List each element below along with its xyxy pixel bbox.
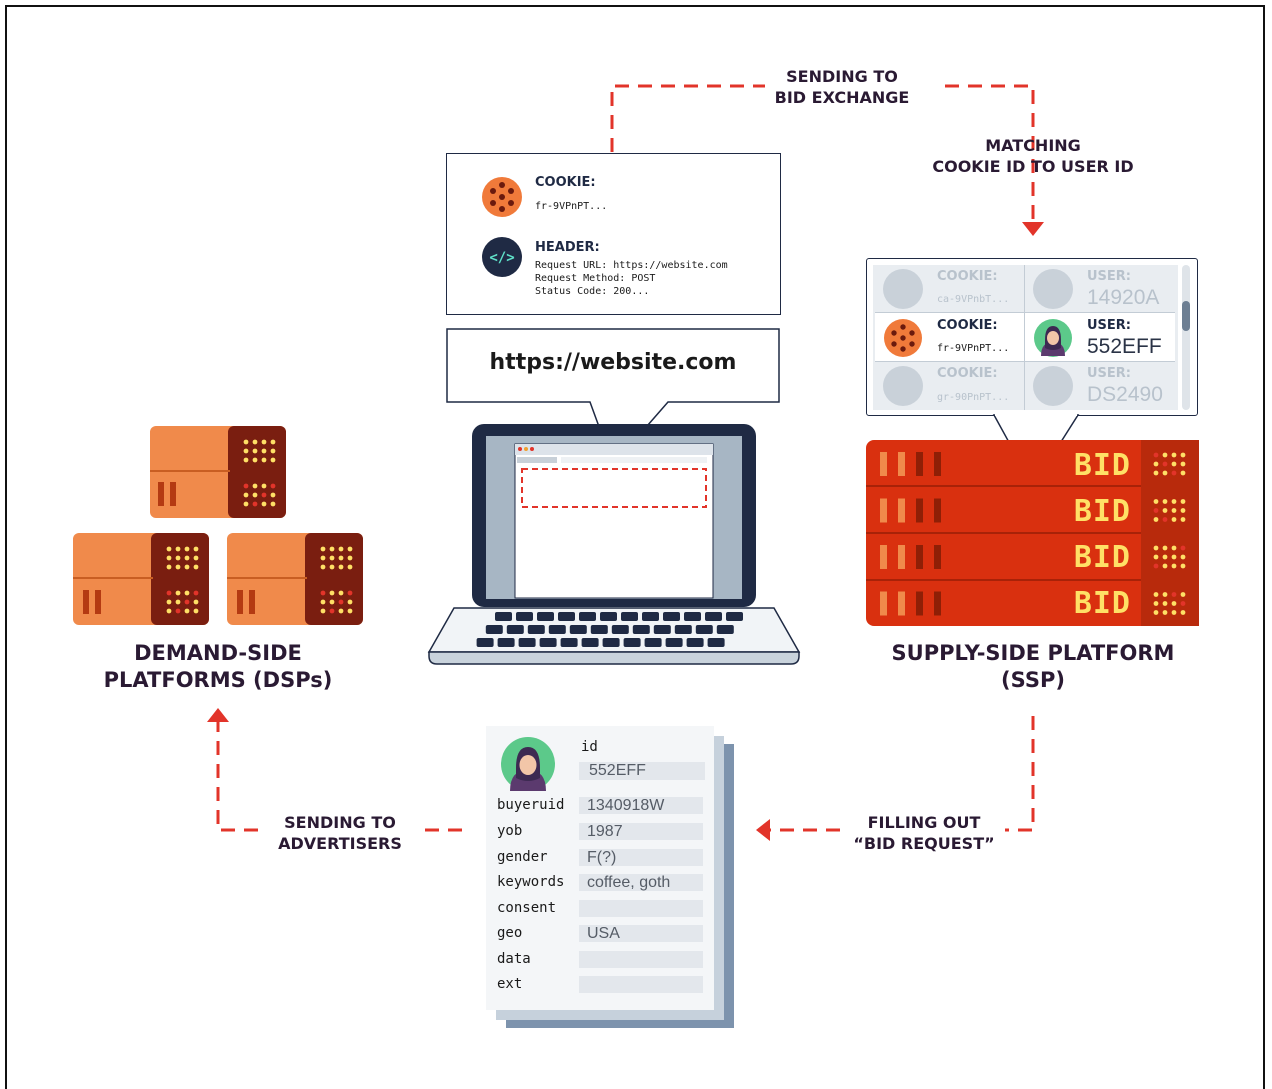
label-supply-side-platform: SUPPLY-SIDE PLATFORM (SSP) [891, 641, 1175, 692]
bid-request-document: id 552EFF buyeruid 1340918W yob 1987 gen… [486, 726, 714, 1010]
field-value [579, 900, 703, 917]
bid-label: BID [1073, 448, 1131, 483]
ssp-lookup-table: COOKIE: ca-9VPnbT... USER: 14920A COOKIE… [866, 258, 1198, 416]
arrow-left-to-bid-request [756, 819, 770, 841]
bid-request-fields: buyeruid 1340918W yob 1987 gender F(?) k… [497, 796, 707, 1006]
code-icon: </> [482, 237, 522, 277]
ssp-cookie-value: fr-9VPnPT... [937, 343, 1010, 354]
user-placeholder-icon [1033, 366, 1073, 406]
field-label: buyeruid [497, 797, 565, 813]
header-line-url: Request URL: https://website.com [535, 260, 728, 271]
user-avatar-icon [501, 737, 555, 791]
ssp-cookie-label: COOKIE: [937, 269, 998, 284]
arrow-up-to-dsp [207, 708, 229, 722]
field-value: 1987 [579, 823, 703, 840]
field-row: yob 1987 [497, 822, 707, 844]
cookie-placeholder-icon [883, 366, 923, 406]
field-label: gender [497, 849, 548, 865]
label-sending-to-bid-exchange: SENDING TO BID EXCHANGE [774, 67, 910, 107]
url-text: https://website.com [489, 350, 737, 375]
ssp-user-label: USER: [1087, 366, 1132, 381]
dsp-servers [73, 426, 363, 625]
id-label: id [581, 739, 598, 755]
header-details: Request URL: https://website.com Request… [535, 259, 728, 298]
field-value [579, 951, 703, 968]
cookie-placeholder-icon [883, 269, 923, 309]
dashed-line-to-dsp [216, 722, 258, 832]
ssp-cookie-value: gr-90PnPT... [937, 392, 1010, 403]
header-title: HEADER: [535, 240, 600, 255]
table-scrollbar[interactable] [1182, 265, 1190, 410]
field-row: ext [497, 975, 707, 997]
cookie-title: COOKIE: [535, 175, 596, 190]
ssp-user-value: 14920A [1087, 286, 1160, 309]
label-demand-side-platforms: DEMAND-SIDE PLATFORMS (DSPs) [103, 641, 333, 692]
label-sending-to-advertisers: SENDING TO ADVERTISERS [278, 813, 402, 853]
header-line-status: Status Code: 200... [535, 286, 650, 297]
field-row: keywords coffee, goth [497, 873, 707, 895]
ssp-cookie-value: ca-9VPnbT... [937, 294, 1010, 305]
field-row: consent [497, 899, 707, 921]
cookie-icon [482, 177, 522, 217]
field-value: coffee, goth [579, 874, 703, 891]
ssp-cookie-label: COOKIE: [937, 366, 998, 381]
svg-text:</>: </> [489, 250, 514, 266]
ssp-server-rack: BID BID BID BID [866, 440, 1199, 626]
request-info-card: COOKIE: fr-9VPnPT... </> HEADER: Request… [446, 153, 781, 315]
field-row: geo USA [497, 924, 707, 946]
bid-label: BID [1073, 540, 1131, 575]
cookie-value: fr-9VPnPT... [535, 201, 608, 212]
field-value: USA [579, 925, 703, 942]
ssp-user-label: USER: [1087, 269, 1132, 284]
field-label: ext [497, 976, 523, 992]
cookie-icon [884, 319, 922, 357]
arrow-down-to-ssp [1022, 222, 1044, 236]
label-filling-out-bid-request: FILLING OUT “BID REQUEST” [853, 813, 995, 853]
user-avatar-icon [1034, 319, 1072, 357]
field-label: geo [497, 925, 523, 941]
header-line-method: Request Method: POST [535, 273, 656, 284]
dashed-line-to-bid-exchange [610, 84, 765, 152]
bid-label: BID [1073, 586, 1131, 621]
ssp-user-value: DS2490 [1087, 383, 1163, 406]
bid-label: BID [1073, 494, 1131, 529]
scrollbar-thumb[interactable] [1182, 301, 1190, 331]
ssp-user-value: 552EFF [1087, 335, 1162, 358]
field-row: data [497, 950, 707, 972]
field-label: data [497, 951, 531, 967]
field-value [579, 976, 703, 993]
laptop-keyboard [476, 612, 743, 647]
field-value: F(?) [579, 849, 703, 866]
ssp-cookie-label: COOKIE: [937, 318, 998, 333]
diagram-frame [5, 5, 1265, 1089]
highlighted-row-bg [875, 313, 1175, 361]
field-row: buyeruid 1340918W [497, 796, 707, 818]
field-row: gender F(?) [497, 848, 707, 870]
label-matching-cookie-id: MATCHING COOKIE ID TO USER ID [932, 136, 1134, 176]
field-label: consent [497, 900, 557, 916]
ssp-user-label: USER: [1087, 318, 1132, 333]
dashed-line-to-ssp [945, 84, 1035, 222]
field-value: 1340918W [579, 797, 703, 814]
field-label: yob [497, 823, 523, 839]
field-label: keywords [497, 874, 565, 890]
user-placeholder-icon [1033, 269, 1073, 309]
id-value: 552EFF [579, 762, 705, 780]
